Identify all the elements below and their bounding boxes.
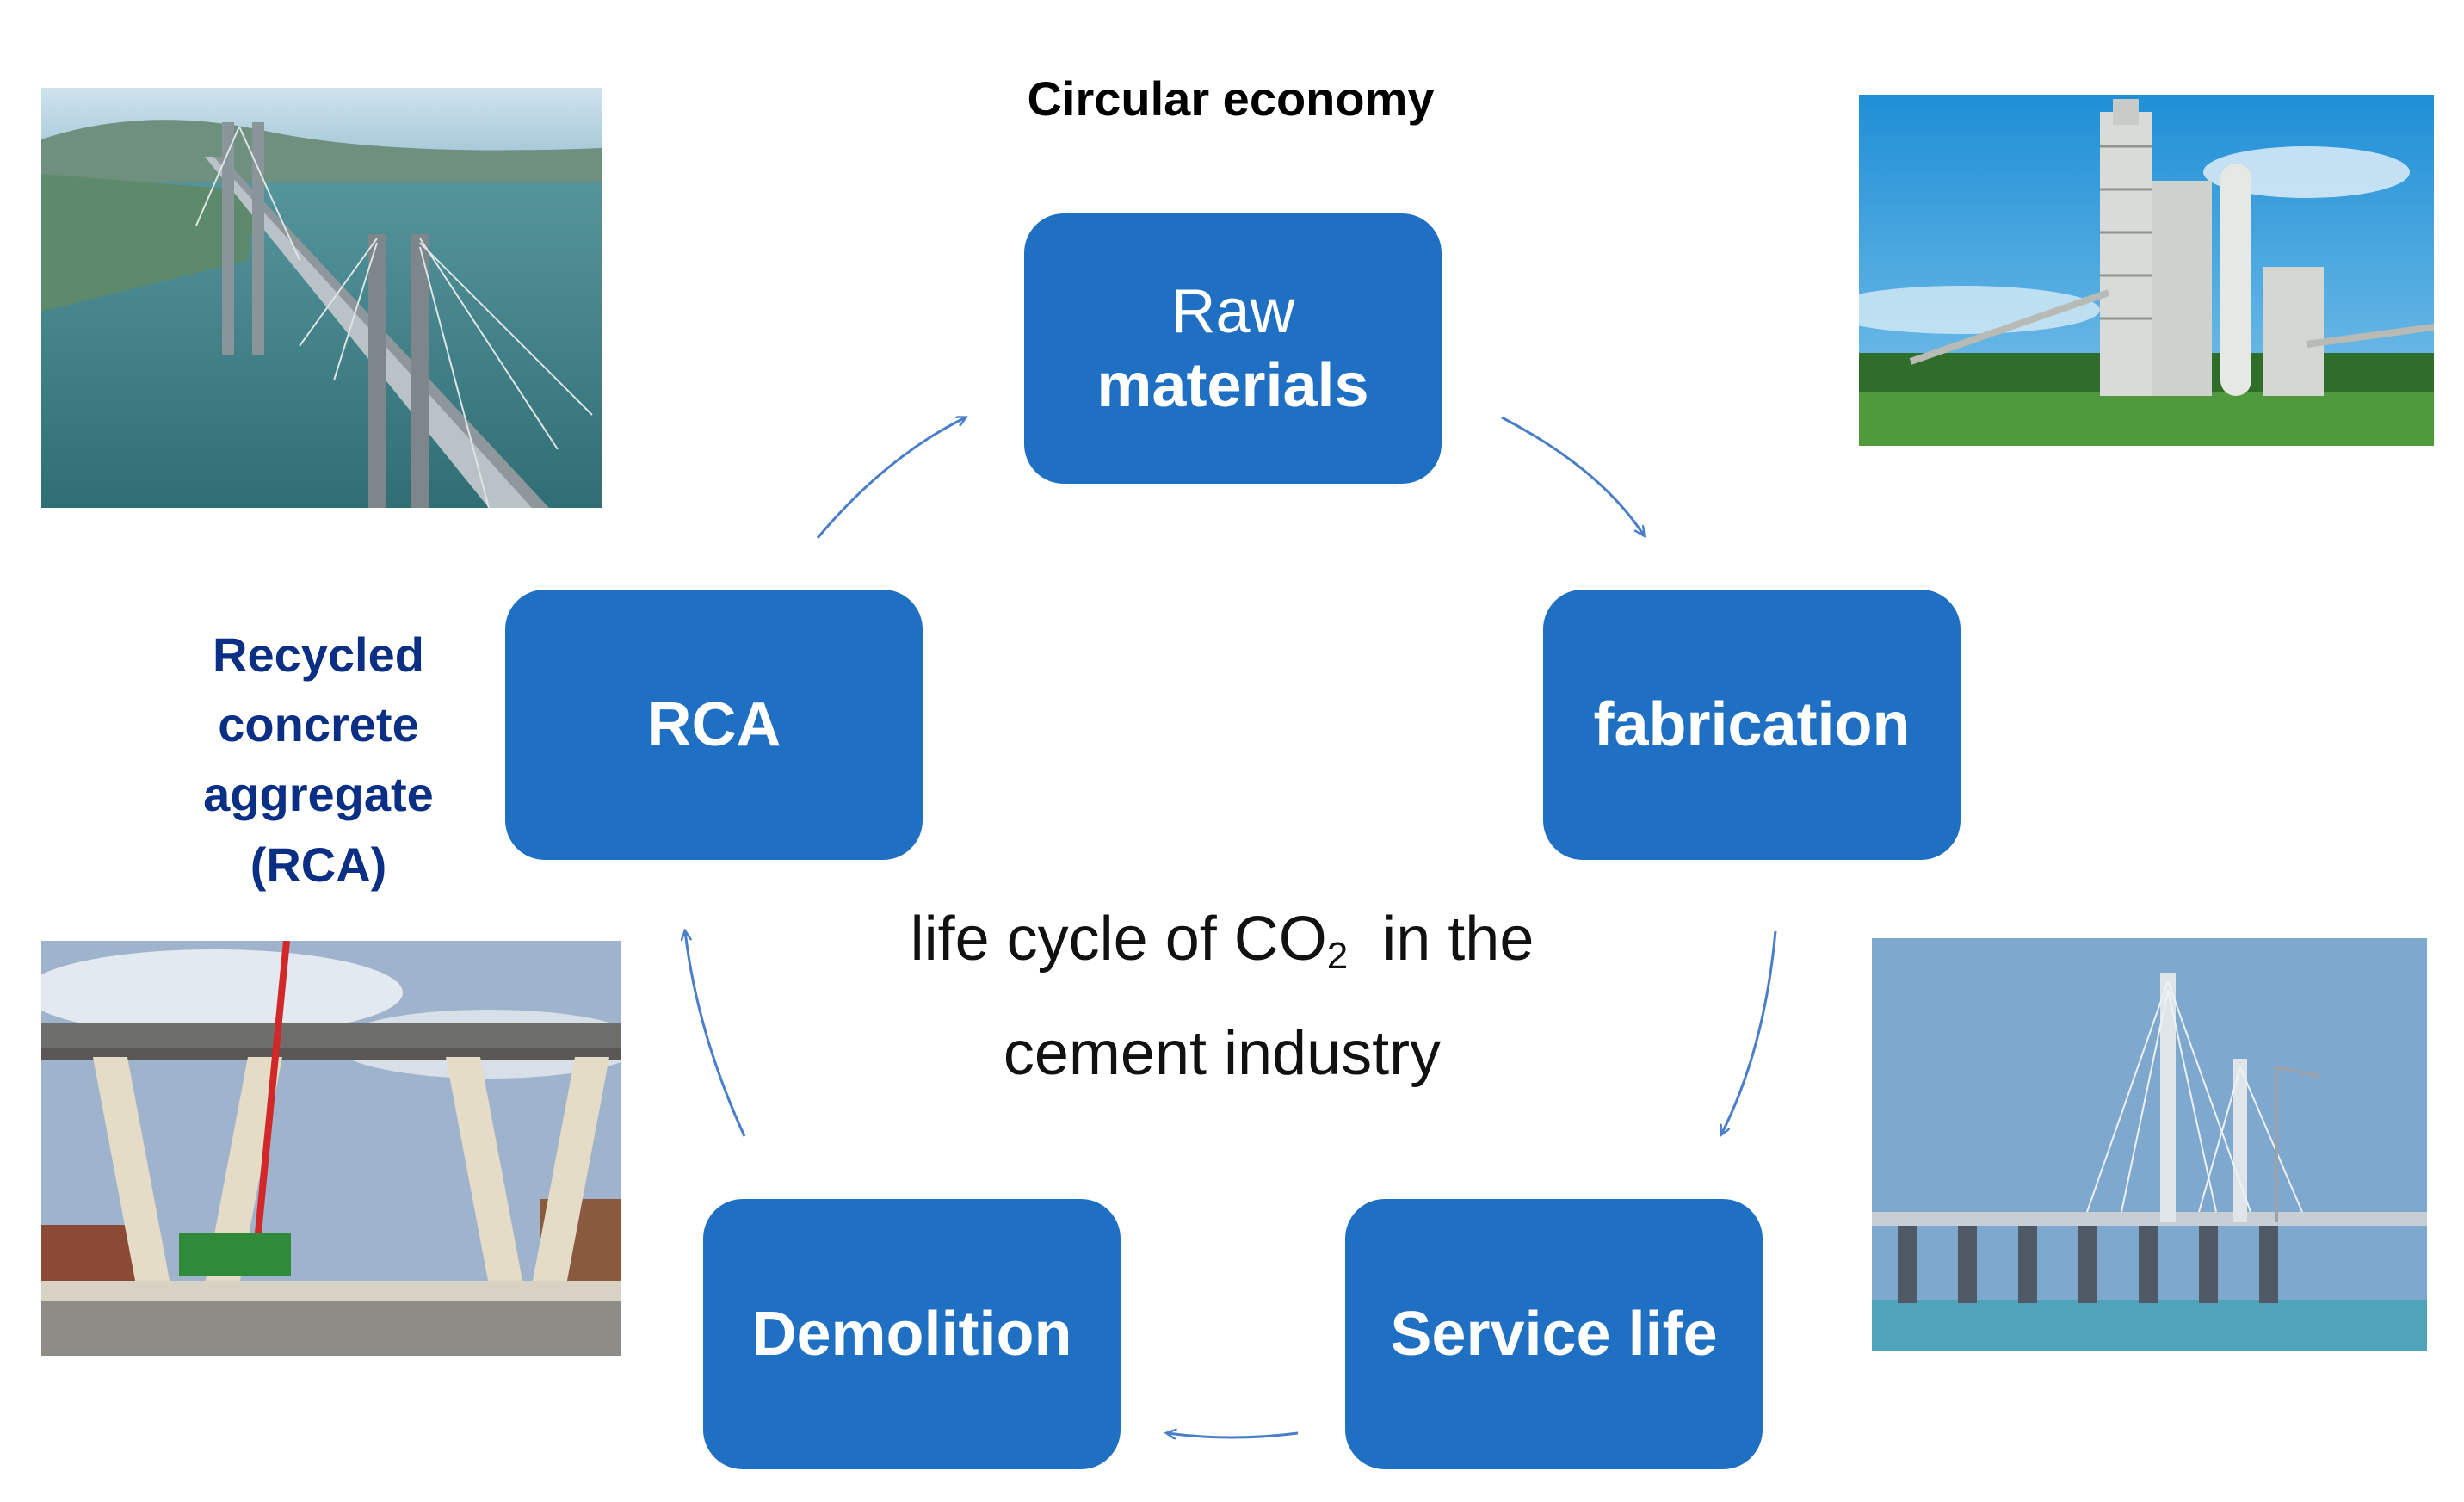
photo-cable-bridge-top-left <box>41 88 602 508</box>
arrow-fabrication-to-service <box>1721 930 1777 1134</box>
photo-bridge-bottom-right <box>1872 938 2427 1351</box>
rca-desc-line4: (RCA) <box>250 837 387 892</box>
node-raw-materials: Raw materials <box>1024 213 1442 484</box>
center-line2: cement industry <box>1003 1019 1442 1089</box>
center-text-pre: life cycle of CO <box>910 905 1327 974</box>
photo-demolition-bottom-left <box>41 941 621 1356</box>
arrow-demolition-to-rca <box>685 931 746 1137</box>
node-service-life: Service life <box>1345 1199 1763 1469</box>
node-rca-label: RCA <box>646 689 781 759</box>
center-text-post: in the <box>1348 905 1535 974</box>
rca-desc-line3: aggregate <box>203 767 434 822</box>
node-raw-line1: Raw <box>1170 276 1295 346</box>
node-demolition-label: Demolition <box>751 1299 1072 1369</box>
node-raw-line2: materials <box>1096 351 1369 420</box>
rca-desc-line2: concrete <box>218 697 419 752</box>
photo-cement-plant-top-right <box>1859 95 2434 446</box>
center-subscript: 2 <box>1326 935 1349 977</box>
node-service-label: Service life <box>1390 1299 1718 1369</box>
arrow-raw-to-fabrication <box>1501 416 1644 535</box>
rca-description: Recycled concrete aggregate (RCA) <box>172 620 465 899</box>
diagram-title: Circular economy <box>1027 71 1435 126</box>
rca-desc-line1: Recycled <box>213 627 424 682</box>
node-fabrication-label: fabrication <box>1593 689 1911 759</box>
node-demolition: Demolition <box>703 1199 1121 1469</box>
node-rca: RCA <box>505 590 923 860</box>
center-caption: life cycle of CO2 in the cement industry <box>826 882 1618 1111</box>
arrow-rca-to-raw <box>816 417 966 539</box>
node-fabrication: fabrication <box>1543 590 1961 860</box>
center-line1: life cycle of CO2 in the <box>826 882 1618 997</box>
arrow-service-to-demolition <box>1167 1433 1299 1437</box>
